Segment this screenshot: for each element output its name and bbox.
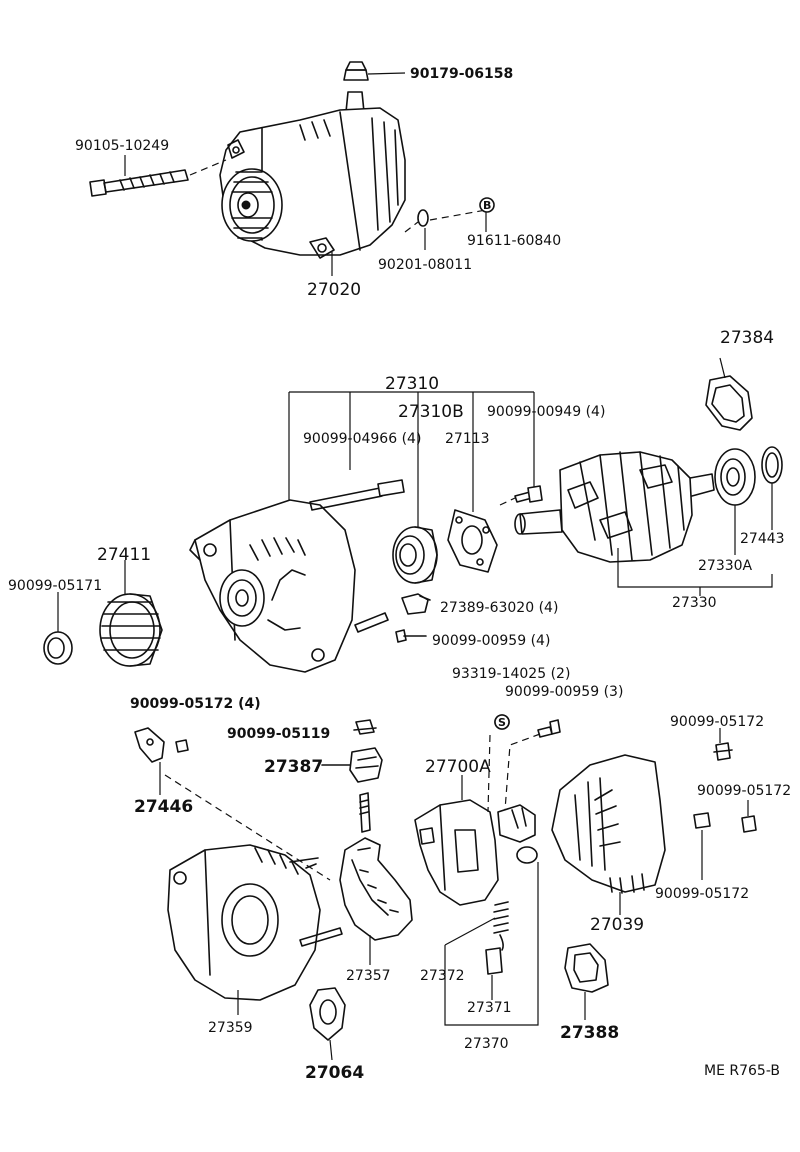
label-27357: 27357 [346, 968, 391, 984]
pulley-group [43, 560, 163, 667]
label-90201-08011: 90201-08011 [378, 257, 472, 273]
label-27443: 27443 [740, 531, 785, 547]
rotor-assembly [514, 357, 783, 596]
label-90099-04966: 90099-04966 (4) [303, 431, 421, 447]
label-27330A: 27330A [698, 558, 753, 574]
label-27372: 27372 [420, 968, 465, 984]
label-90099-00949: 90099-00949 (4) [487, 404, 605, 420]
label-27388: 27388 [560, 1023, 619, 1043]
label-27411: 27411 [97, 545, 151, 565]
label-90099-00959-3: 90099-00959 (3) [505, 684, 623, 700]
label-27113: 27113 [445, 431, 490, 447]
label-93319-14025: 93319-14025 (2) [452, 666, 570, 682]
label-27310B: 27310B [398, 402, 464, 422]
label-90179-06158: 90179-06158 [410, 66, 513, 82]
label-27387: 27387 [264, 757, 323, 777]
b-symbol-icon: B [479, 197, 495, 213]
small-parts-middle [395, 593, 431, 643]
label-27389-63020: 27389-63020 (4) [440, 600, 558, 616]
label-90099-05119: 90099-05119 [227, 726, 330, 742]
label-27310: 27310 [385, 374, 439, 394]
label-27064: 27064 [305, 1063, 364, 1083]
label-90099-05171: 90099-05171 [8, 578, 102, 594]
label-27371: 27371 [467, 1000, 512, 1016]
label-90099-05172-a: 90099-05172 [670, 714, 764, 730]
rear-parts-group [134, 714, 757, 1061]
drive-end-frame-group [189, 391, 543, 673]
label-91611-60840: 91611-60840 [467, 233, 561, 249]
label-90099-05172-c: 90099-05172 [655, 886, 749, 902]
b-symbol-letter: B [483, 199, 491, 212]
s-symbol-letter: S [498, 716, 506, 729]
label-90105-10249: 90105-10249 [75, 138, 169, 154]
reference-code: ME R765-B [704, 1063, 780, 1079]
label-27020: 27020 [307, 280, 361, 300]
label-27446: 27446 [134, 797, 193, 817]
label-90099-05172-4: 90099-05172 (4) [130, 696, 261, 712]
label-27370: 27370 [464, 1036, 509, 1052]
label-27330: 27330 [672, 595, 717, 611]
label-90099-00959-4: 90099-00959 (4) [432, 633, 550, 649]
label-27384: 27384 [720, 328, 774, 348]
alternator-assembly [89, 61, 487, 276]
label-90099-05172-b: 90099-05172 [697, 783, 791, 799]
s-symbol-icon: S [494, 714, 510, 730]
label-27039: 27039 [590, 915, 644, 935]
label-27700A: 27700A [425, 757, 491, 777]
label-27359: 27359 [208, 1020, 253, 1036]
